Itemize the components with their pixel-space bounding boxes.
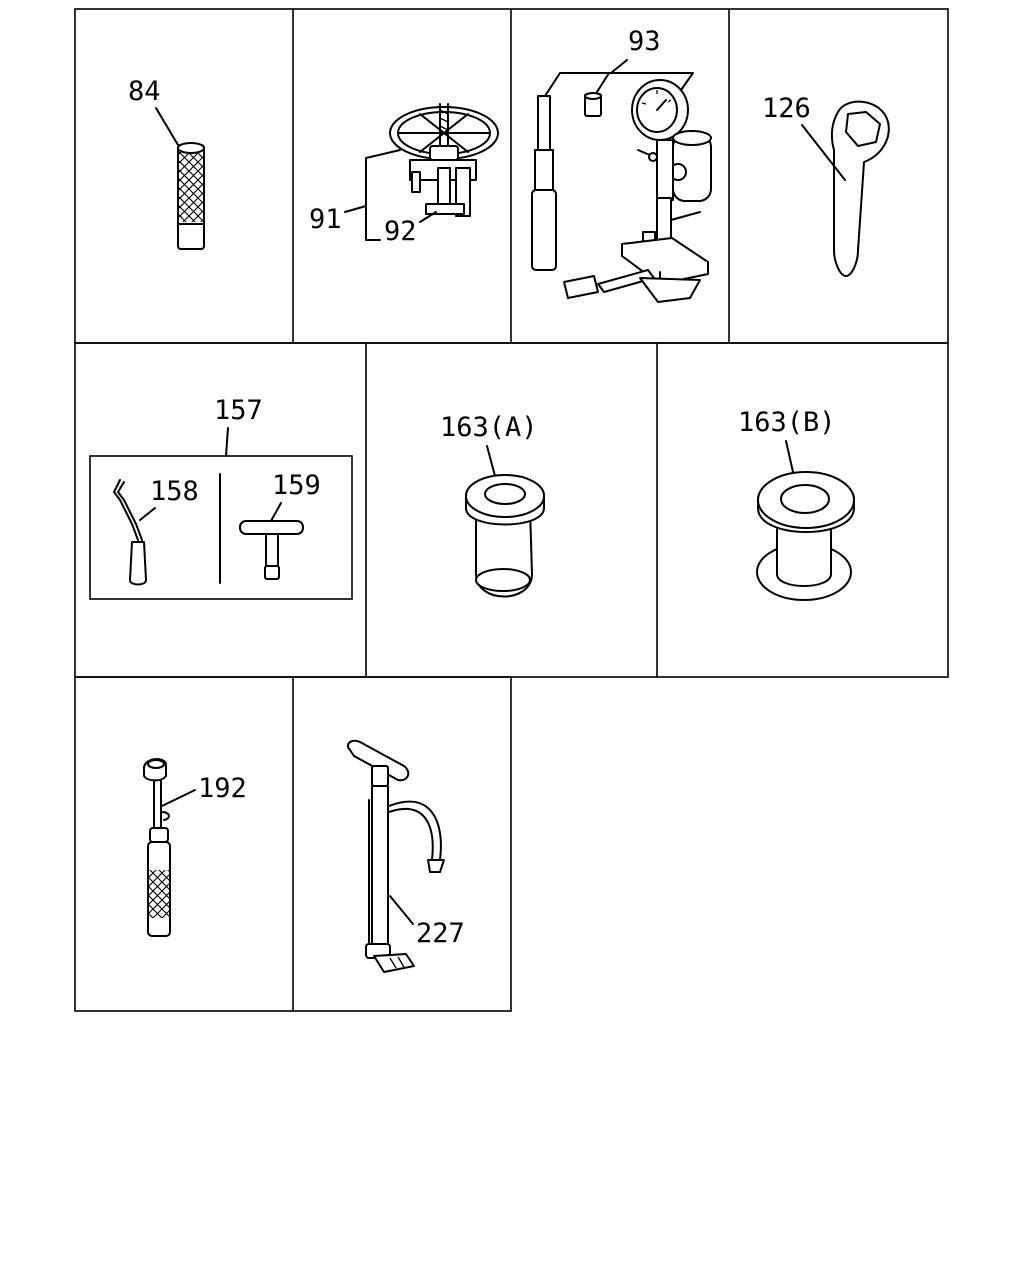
label-163b: 163(B) [738, 407, 836, 438]
label-163a: 163(A) [440, 412, 538, 443]
part-93-nozzle-tester: 93 [531, 26, 712, 303]
label-157: 157 [214, 395, 263, 426]
label-158: 158 [150, 476, 199, 507]
part-91-92-puller: 91 92 [309, 103, 499, 247]
label-192: 192 [198, 773, 247, 804]
part-84-knurled-handle: 84 [128, 76, 205, 250]
label-93: 93 [628, 26, 661, 57]
part-163a-adaptor: 163(A) [440, 412, 545, 598]
label-227: 227 [416, 918, 465, 949]
part-192-cleaning-tool: 192 [143, 758, 247, 937]
part-157-tool-set: 157 158 159 [89, 395, 353, 600]
label-91: 91 [309, 204, 342, 235]
grid-frame [74, 8, 949, 1012]
part-163b-adaptor: 163(B) [738, 407, 855, 601]
part-126-spanner: 126 [762, 93, 890, 277]
label-92: 92 [384, 216, 417, 247]
label-126: 126 [762, 93, 811, 124]
label-159: 159 [272, 470, 321, 501]
label-84: 84 [128, 76, 161, 107]
part-227-pump: 227 [346, 739, 465, 973]
